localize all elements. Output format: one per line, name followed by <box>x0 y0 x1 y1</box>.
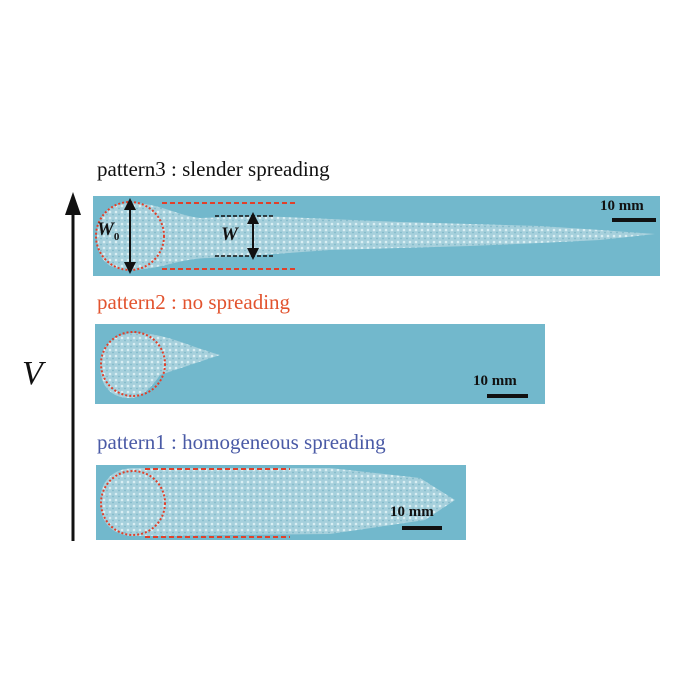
pattern2-title: pattern2 : no spreading <box>97 290 291 314</box>
scale-bar <box>402 526 442 530</box>
scale-label-pattern2: 10 mm <box>473 373 517 389</box>
foam-slender <box>97 203 655 270</box>
scale-label-pattern1: 10 mm <box>390 504 434 520</box>
w0-label: W0 <box>97 219 119 243</box>
foam-homogeneous <box>100 468 455 536</box>
panel-pattern1 <box>96 465 466 540</box>
initial-drop-outline <box>100 331 166 397</box>
panel-pattern2 <box>95 324 545 404</box>
foam-no-spread <box>100 333 220 398</box>
panel-pattern3 <box>93 196 660 276</box>
velocity-arrow-head <box>65 192 81 215</box>
scale-label-pattern3: 10 mm <box>600 198 644 214</box>
w0-subscript: 0 <box>113 230 120 243</box>
initial-drop-outline <box>100 470 166 536</box>
velocity-label: V <box>22 355 43 392</box>
w0-symbol: W <box>97 219 114 240</box>
pattern1-title: pattern1 : homogeneous spreading <box>97 430 386 454</box>
pattern3-title: pattern3 : slender spreading <box>97 157 330 181</box>
scale-bar <box>487 394 528 398</box>
scale-bar <box>612 218 656 222</box>
w-label: W <box>221 224 238 245</box>
